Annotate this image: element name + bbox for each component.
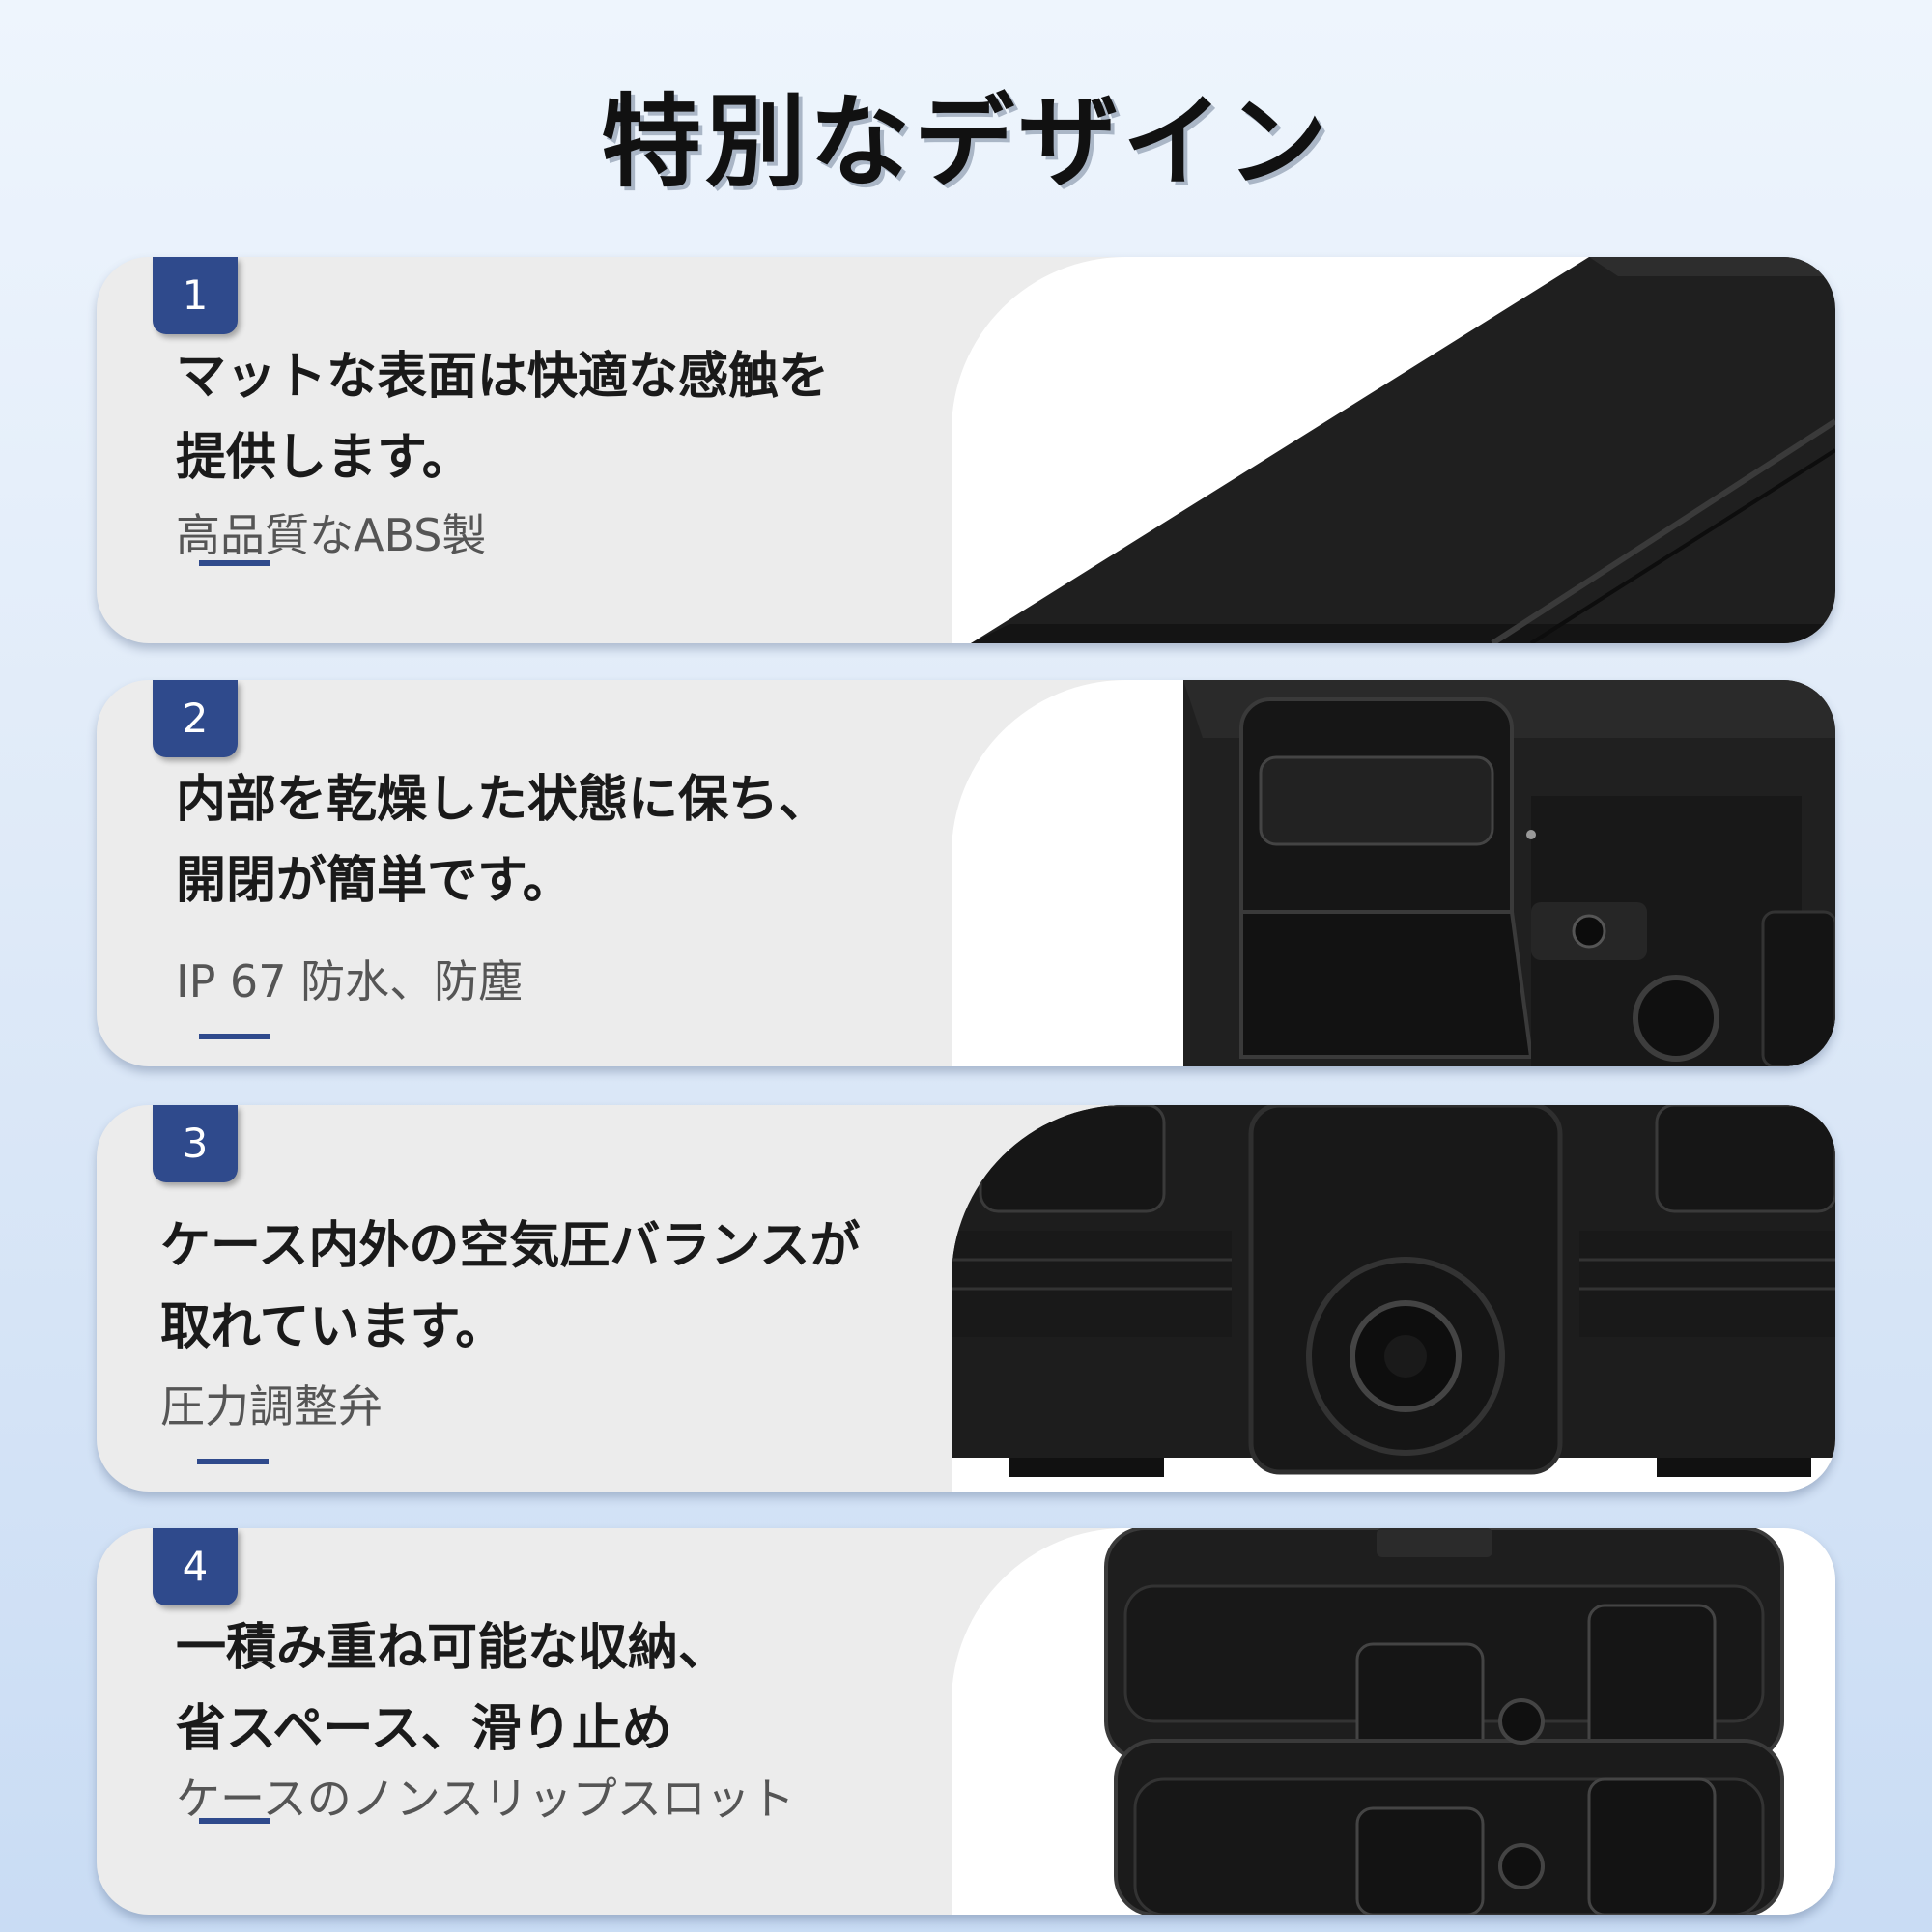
accent-underline (199, 560, 270, 566)
stacked-cases-photo (952, 1528, 1835, 1915)
feature-number-badge: 4 (153, 1528, 238, 1605)
accent-underline (197, 1459, 269, 1464)
pressure-valve-image (952, 1105, 1835, 1477)
feature-subtext: 圧力調整弁 (160, 1380, 383, 1433)
case-latch-image (1183, 680, 1835, 1066)
feature-card-4: 4 一積み重ね可能な収納、 省スペース、滑り止め ケースのノンスリップスロット (97, 1528, 1835, 1915)
accent-underline (199, 1818, 270, 1824)
feature-card-2: 2 内部を乾燥した状態に保ち、 開閉が簡単です。 IP 67 防水、防塵 (97, 680, 1835, 1066)
feature-subtext: IP 67 防水、防塵 (176, 955, 524, 1008)
feature-number-badge: 3 (153, 1105, 238, 1182)
stacked-cases-image (1104, 1528, 1784, 1915)
case-latch-photo (952, 680, 1835, 1066)
feature-headline: ケース内外の空気圧バランスが 取れています。 (160, 1217, 861, 1356)
feature-card-3: 3 ケース内外の空気圧バランスが 取れています。 圧力調整弁 (97, 1105, 1835, 1492)
feature-headline: 内部を乾燥した状態に保ち、 開閉が簡単です。 (176, 771, 830, 910)
feature-subtext: 高品質なABS製 (176, 509, 487, 561)
case-surface-image (971, 257, 1835, 643)
feature-subtext: ケースのノンスリップスロット (176, 1773, 795, 1825)
feature-card-1: 1 マットな表面は快適な感触を 提供します。 高品質なABS製 (97, 257, 1835, 643)
feature-number-badge: 1 (153, 257, 238, 334)
pressure-valve-photo (952, 1105, 1835, 1492)
page-title: 特別なデザイン (600, 83, 1331, 201)
accent-underline (199, 1034, 270, 1039)
feature-number-badge: 2 (153, 680, 238, 757)
feature-headline: 一積み重ね可能な収納、 省スペース、滑り止め (176, 1619, 729, 1758)
case-surface-photo (952, 257, 1835, 643)
feature-headline: マットな表面は快適な感触を 提供します。 (176, 348, 830, 487)
